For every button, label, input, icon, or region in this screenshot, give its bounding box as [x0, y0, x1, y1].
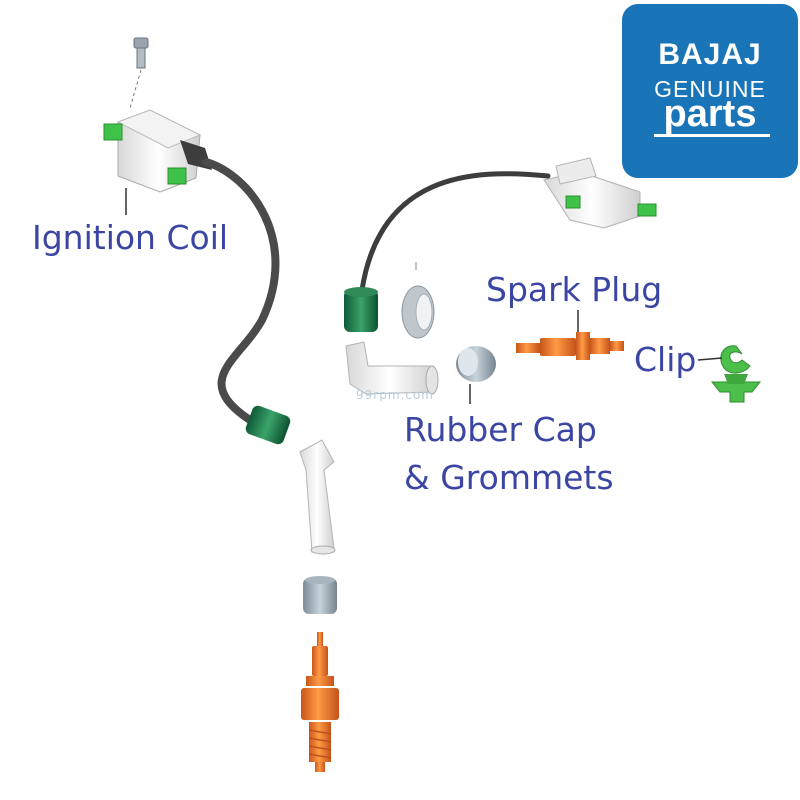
- ht-cable-right: [359, 171, 551, 293]
- label-spark-plug: Spark Plug: [486, 270, 663, 309]
- logo-genuine: GENUINE: [654, 76, 766, 102]
- label-clip: Clip: [634, 340, 697, 379]
- clip-part: [710, 345, 762, 403]
- label-grommets: & Grommets: [404, 458, 614, 497]
- ignition-coil-left: [103, 109, 212, 193]
- mounting-bolt: [129, 37, 149, 109]
- watermark: 99rpm.com: [356, 388, 434, 402]
- logo-parts: parts: [663, 93, 757, 135]
- logo-brand: BAJAJ: [658, 38, 762, 71]
- label-rubber-cap: Rubber Cap: [404, 410, 597, 449]
- spark-plug-cap-left: [299, 439, 336, 555]
- bajaj-genuine-parts-logo: BAJAJ GENUINE parts: [622, 4, 798, 178]
- ht-cable-left: [202, 158, 280, 424]
- spark-plug-right: [516, 332, 624, 360]
- label-ignition-coil: Ignition Coil: [32, 218, 229, 257]
- elbow-cap-right: [345, 341, 439, 395]
- clip-leader-line: [697, 357, 723, 361]
- spark-plug-left: [301, 632, 339, 772]
- grommet: [401, 262, 435, 339]
- cable-connector-right: [344, 287, 378, 332]
- ignition-coil-right: [543, 157, 657, 229]
- rubber-cap-left: [303, 576, 337, 614]
- cable-connector-left: [245, 405, 291, 445]
- logo-underline: [654, 134, 770, 137]
- rubber-cap-right: [456, 346, 496, 382]
